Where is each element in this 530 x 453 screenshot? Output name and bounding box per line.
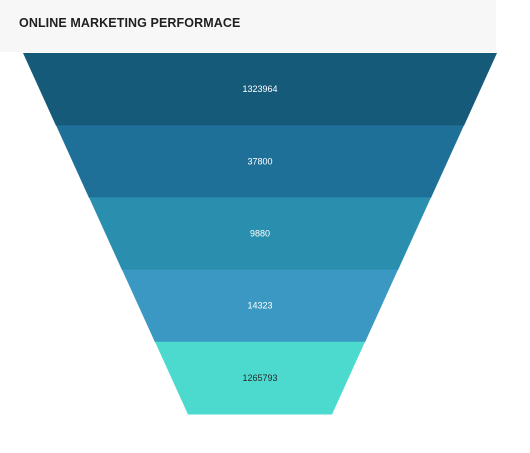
funnel-segment-label: 14323 xyxy=(247,301,272,311)
funnel-segment xyxy=(56,125,464,198)
funnel-segment-label: 1323964 xyxy=(242,84,277,94)
funnel-segment xyxy=(155,341,365,415)
funnel-segment-label: 9880 xyxy=(250,229,270,239)
funnel-segment xyxy=(23,53,497,126)
funnel-segment xyxy=(89,197,431,271)
funnel-segment-label: 1265793 xyxy=(242,373,277,383)
chart-title: ONLINE MARKETING PERFORMACE xyxy=(19,16,241,30)
funnel-segment-label: 37800 xyxy=(247,156,272,166)
funnel-segment xyxy=(122,269,398,343)
chart-header: ONLINE MARKETING PERFORMACE xyxy=(0,0,496,52)
